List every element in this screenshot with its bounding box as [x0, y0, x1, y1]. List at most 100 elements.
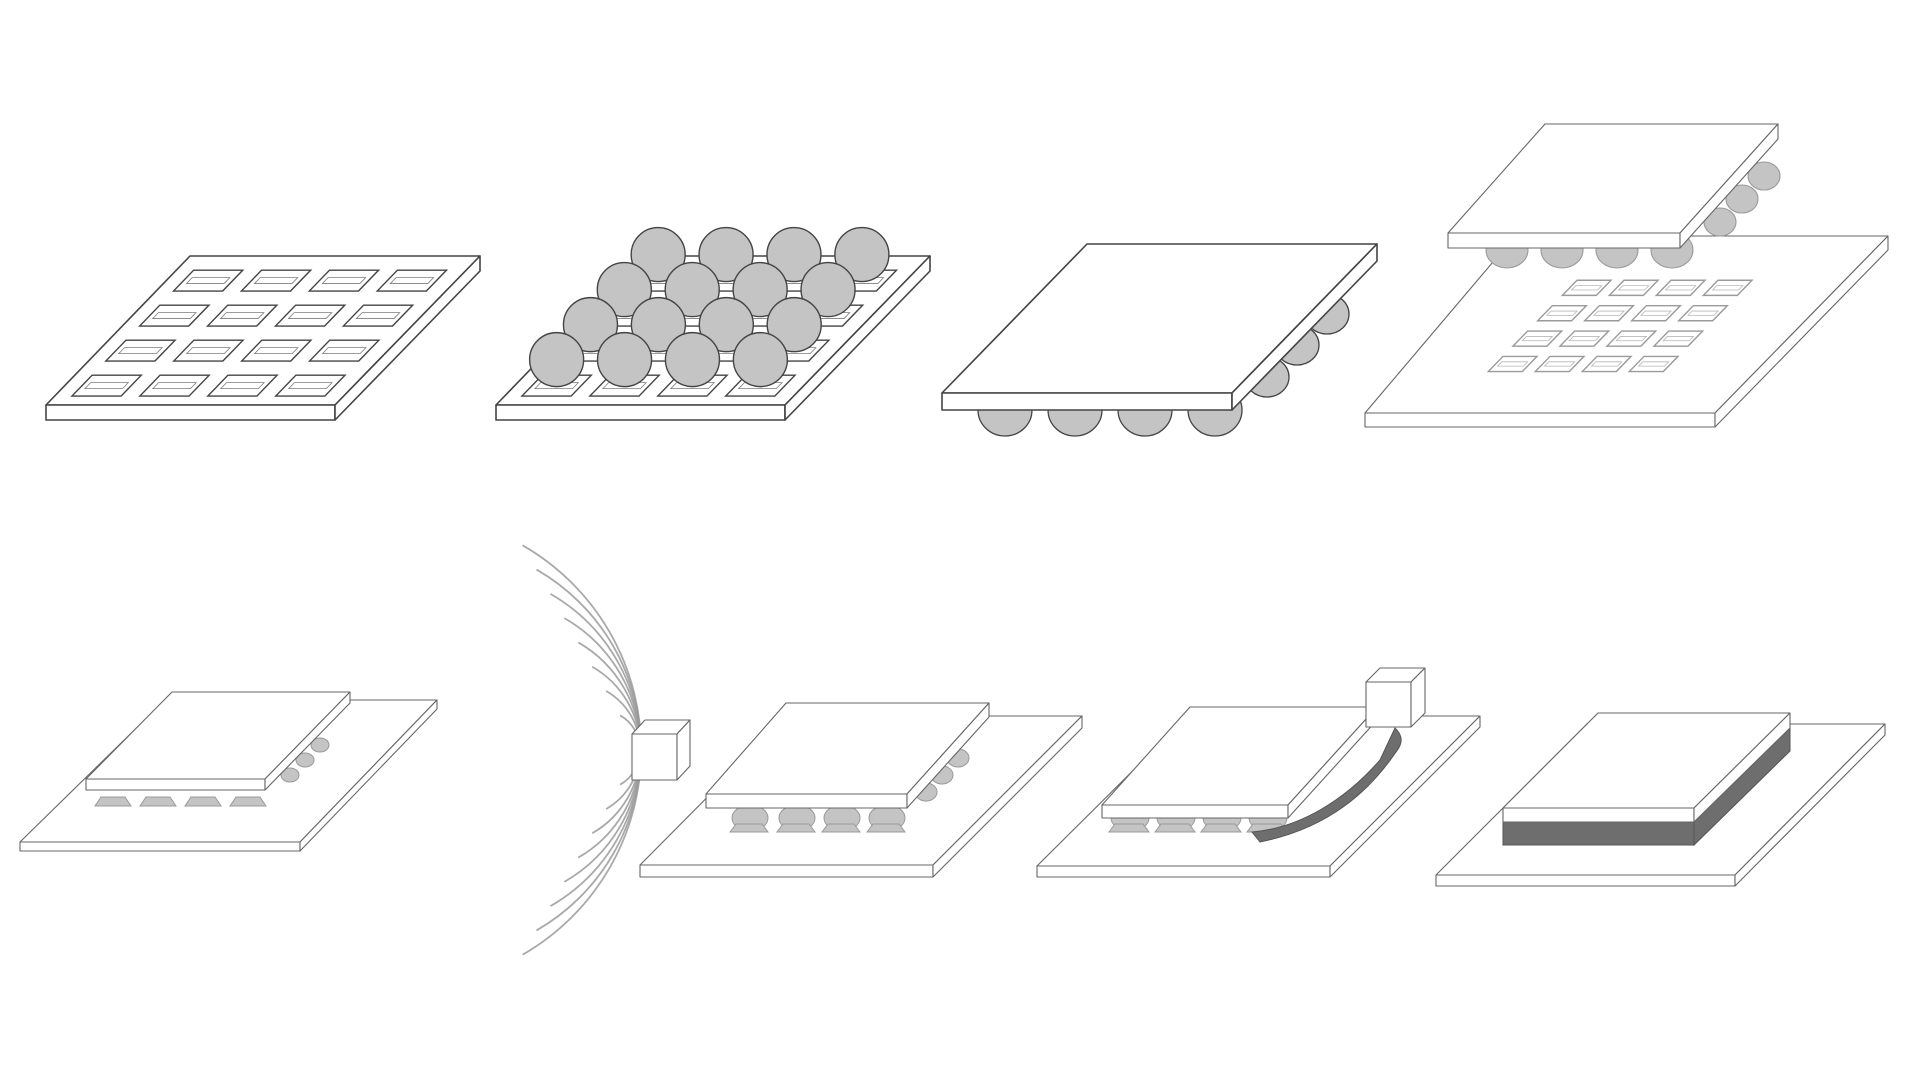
bond-pad — [1154, 823, 1196, 833]
pad — [1652, 330, 1705, 347]
pad-inner — [389, 277, 435, 284]
pad — [307, 339, 381, 362]
pad-inner — [287, 312, 333, 319]
solder-ball — [698, 226, 754, 283]
heat-wave-arc — [522, 544, 642, 956]
pad-inner — [1496, 361, 1529, 367]
board-side-face — [1329, 715, 1481, 878]
solder-bump — [295, 752, 315, 768]
solder-ball — [698, 296, 754, 353]
pad — [138, 304, 211, 327]
substrate-front-face — [495, 404, 786, 421]
pad-inner — [321, 347, 367, 354]
board-front-face — [639, 864, 934, 878]
bond-pad — [866, 823, 906, 833]
solder-ball-grid — [528, 226, 890, 388]
step-6-chip-bonded — [639, 702, 1083, 878]
pad-inner — [1662, 336, 1695, 342]
pad — [172, 339, 245, 362]
solder-ball — [596, 261, 653, 318]
step-7-underfill-dispense — [1036, 667, 1481, 878]
pad-inner — [1711, 285, 1744, 291]
step-8-encapsulated-package — [1435, 712, 1886, 887]
pad-inner — [669, 382, 716, 390]
step-2-solder-balls-on-pads — [495, 226, 931, 421]
step-3-flipped-chip — [941, 243, 1378, 437]
pad — [1533, 355, 1586, 373]
pad — [274, 374, 347, 397]
chip-side-face — [1679, 123, 1779, 249]
pad-inner — [1639, 310, 1673, 316]
heat-waves-icon — [522, 544, 642, 956]
pad — [1486, 355, 1539, 373]
heat-source-cube-icon — [631, 719, 691, 781]
substrate-front-face — [45, 404, 336, 421]
step-4-chip-aligned-over-board — [1364, 123, 1889, 428]
pad-inner — [737, 382, 783, 390]
board-front-face — [19, 841, 301, 852]
pad-inner — [1521, 336, 1554, 342]
solder-bump-row — [729, 748, 970, 833]
bond-pad — [729, 823, 769, 833]
underfill-flow — [1251, 727, 1402, 843]
chip-front-face — [1101, 804, 1289, 819]
pad — [307, 269, 381, 292]
pad — [1605, 330, 1658, 347]
substrate-side-face — [334, 255, 481, 421]
pad-inner — [219, 382, 266, 390]
solder-ball — [766, 226, 822, 283]
pad-grid — [70, 269, 449, 397]
pad — [273, 304, 347, 327]
pad — [1701, 279, 1754, 297]
solder-bump — [184, 796, 222, 807]
pad-inner — [151, 312, 197, 319]
pad-inner — [253, 347, 299, 354]
pad-inner — [1664, 285, 1697, 291]
chip-side-face — [1693, 712, 1791, 823]
solder-bump — [94, 796, 132, 807]
solder-bump — [1747, 161, 1781, 191]
pad — [171, 269, 245, 292]
bond-pad — [1108, 823, 1150, 833]
pad-inner — [1617, 285, 1650, 291]
solder-ball — [732, 261, 788, 318]
pad-inner — [185, 277, 231, 284]
pad — [1607, 279, 1660, 297]
solder-bump — [139, 796, 177, 807]
board-side-face — [299, 699, 438, 852]
pad-inner — [287, 382, 333, 390]
pad — [1582, 304, 1636, 322]
solder-bump — [1725, 184, 1759, 214]
pad-inner — [1686, 310, 1720, 316]
step-5-heat-reflow — [19, 544, 691, 956]
pad — [1560, 279, 1613, 297]
pad-inner — [1545, 310, 1579, 316]
board-side-face — [1714, 235, 1889, 428]
solder-ball — [766, 296, 822, 353]
solder-ball — [562, 296, 619, 353]
pad-inner — [84, 382, 130, 390]
underfill-front-band — [1502, 821, 1695, 846]
pad-inner — [1615, 336, 1648, 342]
pad-inner — [151, 382, 198, 390]
pad-inner — [321, 277, 367, 284]
pad-inner — [1543, 361, 1576, 367]
chip-side-face — [906, 702, 990, 809]
chip-front-face — [705, 793, 908, 809]
solder-bump — [229, 796, 267, 807]
pad — [1654, 279, 1707, 297]
solder-ball — [834, 226, 890, 283]
solder-ball — [732, 331, 789, 388]
board-side-face — [932, 715, 1083, 878]
chip-side-face — [264, 691, 351, 791]
heat-wave-arc — [577, 641, 642, 859]
pad-inner — [185, 347, 231, 354]
solder-ball — [630, 296, 687, 353]
pad — [206, 374, 279, 397]
solder-bump — [310, 737, 330, 753]
pad — [205, 304, 279, 327]
heat-wave-arc — [563, 617, 642, 883]
pad — [341, 304, 415, 327]
board-front-face — [1435, 874, 1736, 887]
